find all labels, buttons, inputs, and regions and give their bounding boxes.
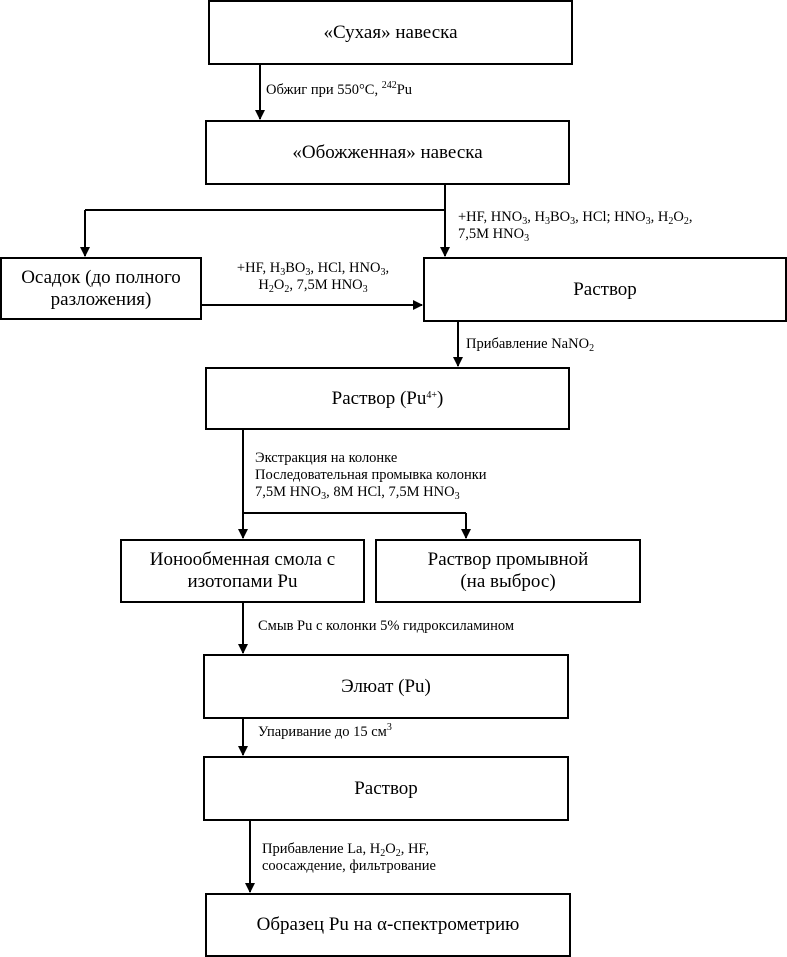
dry-sample-label: «Сухая» навеска [323,21,458,43]
final-sample-label: Образец Pu на α-спектрометрию [256,914,520,935]
solution-2-box: Раствор [203,756,569,821]
solution-1-box: Раствор [423,257,787,322]
calcination-step-label: Обжиг при 550°C, 242Pu [266,80,413,99]
digestion-precipitate-label: +HF, H3BO3, HCl, HNO3, H2O2, 7,5M HNO3 [236,260,390,295]
precipitate-label: Осадок (до полного разложения) [21,266,181,310]
eluate-label: Элюат (Pu) [341,675,431,697]
wash-solution-label: Раствор промывной (на выброс) [427,549,589,592]
nitrite-step-label: Прибавление NaNO2 [466,336,595,354]
ion-resin-label: Ионообменная смола с изотопами Pu [149,549,336,592]
extraction-step-label: Экстракция на колонке Последовательная п… [255,450,487,502]
coprecipitation-step-label: Прибавление La, H2O2, HF, соосаждение, ф… [262,841,436,874]
calcined-sample-label: «Обожженная» навеска [292,141,483,163]
precipitate-box: Осадок (до полного разложения) [0,257,202,320]
evaporation-step-label: Упаривание до 15 см3 [258,722,392,741]
elution-step-label: Смыв Pu с колонки 5% гидроксиламином [258,618,515,634]
ion-resin-box: Ионообменная смола с изотопами Pu [120,539,365,603]
solution-pu4-box: Раствор (Pu4+) [205,367,570,430]
digestion-main-label: +HF, HNO3, H3BO3, HCl; HNO3, H2O2, 7,5M … [458,209,693,244]
wash-solution-box: Раствор промывной (на выброс) [375,539,641,603]
solution-pu4-label: Раствор (Pu4+) [331,387,444,409]
solution-1-label: Раствор [573,278,637,300]
eluate-box: Элюат (Pu) [203,654,569,719]
calcined-sample-box: «Обожженная» навеска [205,120,570,185]
dry-sample-box: «Сухая» навеска [208,0,573,65]
solution-2-label: Раствор [354,777,418,799]
final-sample-box: Образец Pu на α-спектрометрию [205,893,571,957]
